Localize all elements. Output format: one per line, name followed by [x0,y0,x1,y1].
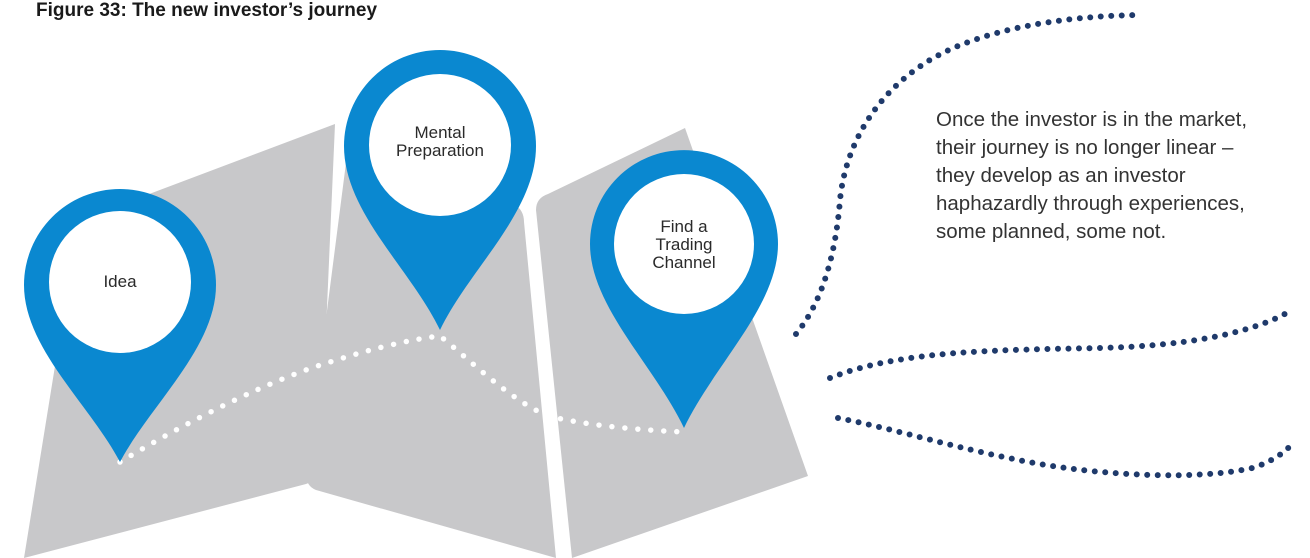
decorative-dotted-swirls [793,12,1295,479]
pin-mental-preparation-circle [369,74,511,216]
pin-label-idea: Idea [103,272,137,291]
map-pin-icon [590,150,778,429]
pin-trading-channel-circle [614,174,754,314]
swirl-middle [827,307,1295,381]
pin-idea-circle [49,211,191,353]
pin-label-mental-preparation: Mental Preparation [396,123,484,160]
page-title: Figure 33: The new investor’s journey [36,0,378,21]
map-pin-icon [24,189,216,462]
map-pin-icon [344,50,536,330]
swirl-bottom [835,415,1295,479]
pin-label-trading-channel: Find a Trading Channel [652,217,716,272]
caption-text: Once the investor is in the market, thei… [936,108,1248,243]
swirl-top-left [793,12,1143,337]
